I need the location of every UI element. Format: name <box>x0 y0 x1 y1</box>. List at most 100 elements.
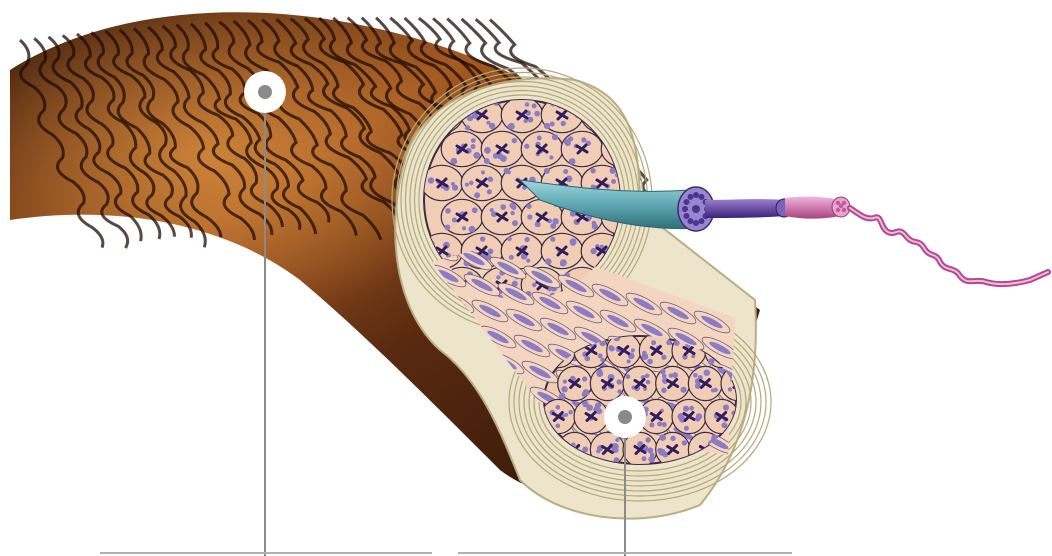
macrofibril-granule <box>550 237 555 242</box>
macrofibril-granule <box>471 138 476 143</box>
macrofibril-granule <box>490 208 494 212</box>
macrofibril-granule <box>631 348 635 352</box>
macrofibril-granule <box>451 182 455 186</box>
macrofibril-granule <box>445 225 451 231</box>
macrofibril-granule <box>672 372 678 378</box>
macrofibril-granule <box>428 177 434 183</box>
macrofibril-granule <box>526 259 530 263</box>
macrofibril-granule <box>581 137 586 142</box>
macrofibril-granule <box>487 189 492 194</box>
macrofibril-granule <box>682 440 687 445</box>
macrofibril-granule <box>616 379 621 384</box>
macrofibril-granule <box>473 152 480 159</box>
macrofibril-granule <box>642 351 647 356</box>
macrofibril-granule <box>661 355 666 360</box>
macrofibril-granule <box>525 102 530 107</box>
macrofibril-granule <box>586 404 593 411</box>
microfibril-dot <box>682 206 688 212</box>
macrofibril-granule <box>713 388 717 392</box>
macrofibril-granule <box>496 275 500 279</box>
macrofibril-granule <box>693 373 698 378</box>
macrofibril-granule <box>642 456 647 461</box>
microfibril-dot <box>683 213 689 219</box>
macrofibril-granule <box>512 220 518 226</box>
macrofibril-granule <box>563 379 567 383</box>
macrofibril-granule <box>689 406 694 411</box>
macrofibril-granule <box>504 168 510 174</box>
macrofibril-granule <box>561 121 566 126</box>
macrofibril-granule <box>728 387 732 391</box>
cortex-cell-elongated <box>740 463 781 492</box>
macrofibril-granule <box>480 236 485 241</box>
macrofibril-granule <box>661 387 667 393</box>
macrofibril-granule <box>512 138 517 143</box>
macrofibril-granule <box>445 208 451 214</box>
microfibril-dot <box>683 199 689 205</box>
macrofibril-granule <box>595 402 601 408</box>
macrofibril-granule <box>646 380 650 384</box>
macrofibril-granule <box>647 359 653 365</box>
macrofibril-granule <box>545 258 552 265</box>
macrofibril-granule <box>488 248 494 254</box>
macrofibril-granule <box>669 373 673 377</box>
macrofibril-granule <box>511 205 516 210</box>
macrofibril-granule <box>524 237 529 242</box>
microfibril-dot <box>699 218 705 224</box>
macrofibril-granule <box>563 169 568 174</box>
macrofibril-granule <box>465 125 470 130</box>
macrofibril-granule <box>544 123 550 129</box>
macrofibril-granule <box>659 434 666 441</box>
macrofibril-granule <box>469 181 474 186</box>
macrofibril-granule <box>611 179 616 184</box>
macrofibril-granule <box>556 424 561 429</box>
macrofibril-granule <box>472 207 478 213</box>
macrofibril-granule <box>723 404 729 410</box>
macrofibril-granule <box>598 353 603 358</box>
microfibril-dot <box>693 220 699 226</box>
macrofibril-granule <box>704 369 711 376</box>
macrofibril-granule <box>532 103 537 108</box>
macrofibril-granule <box>560 262 565 267</box>
macrofibril-granule <box>582 446 588 452</box>
macrofibril-granule <box>615 438 619 442</box>
cortex-cell-elongated <box>748 489 789 518</box>
macrofibril-granule <box>481 170 485 174</box>
macrofibril-granule <box>484 158 490 164</box>
macrofibril-granule <box>474 192 480 198</box>
macrofibril-granule <box>484 147 491 154</box>
macrofibril-granule <box>721 422 727 428</box>
macrofibril-granule <box>450 158 457 165</box>
microfibril-dot <box>688 218 694 224</box>
macrofibril-granule <box>564 139 570 145</box>
macrofibril-granule <box>683 406 689 412</box>
macrofibril-granule <box>648 456 655 463</box>
cortex-cell-elongated <box>714 480 755 509</box>
macrofibril-granule <box>627 359 631 363</box>
macrofibril-granule <box>691 354 695 358</box>
macrofibril-granule <box>500 155 507 162</box>
macrofibril-granule <box>524 144 529 149</box>
macrofibril-granule <box>550 121 555 126</box>
macrofibril-granule <box>666 340 671 345</box>
macrofibril-granule <box>582 376 587 381</box>
macrofibril-granule <box>508 123 515 130</box>
macrofibril-granule <box>670 436 675 441</box>
macrofibril-granule <box>590 168 595 173</box>
macrofibril-granule <box>662 452 668 458</box>
macrofibril-granule <box>462 226 466 230</box>
macrofibril-granule <box>509 255 514 260</box>
macrofibril-granule <box>507 237 512 242</box>
macrofibril-granule <box>570 238 577 245</box>
microfibril-dot <box>688 194 694 200</box>
macrofibril-granule <box>649 422 654 427</box>
macrofibril-granule <box>452 217 457 222</box>
macrofibril-granule <box>453 186 457 190</box>
macrofibril-granule <box>564 413 568 417</box>
macrofibril-granule <box>486 121 490 125</box>
macrofibril-granule <box>626 374 631 379</box>
macrofibril-granule <box>552 134 558 140</box>
macrofibril-granule <box>651 340 656 345</box>
microfibril <box>705 199 785 218</box>
macrofibril-granule <box>592 221 597 226</box>
